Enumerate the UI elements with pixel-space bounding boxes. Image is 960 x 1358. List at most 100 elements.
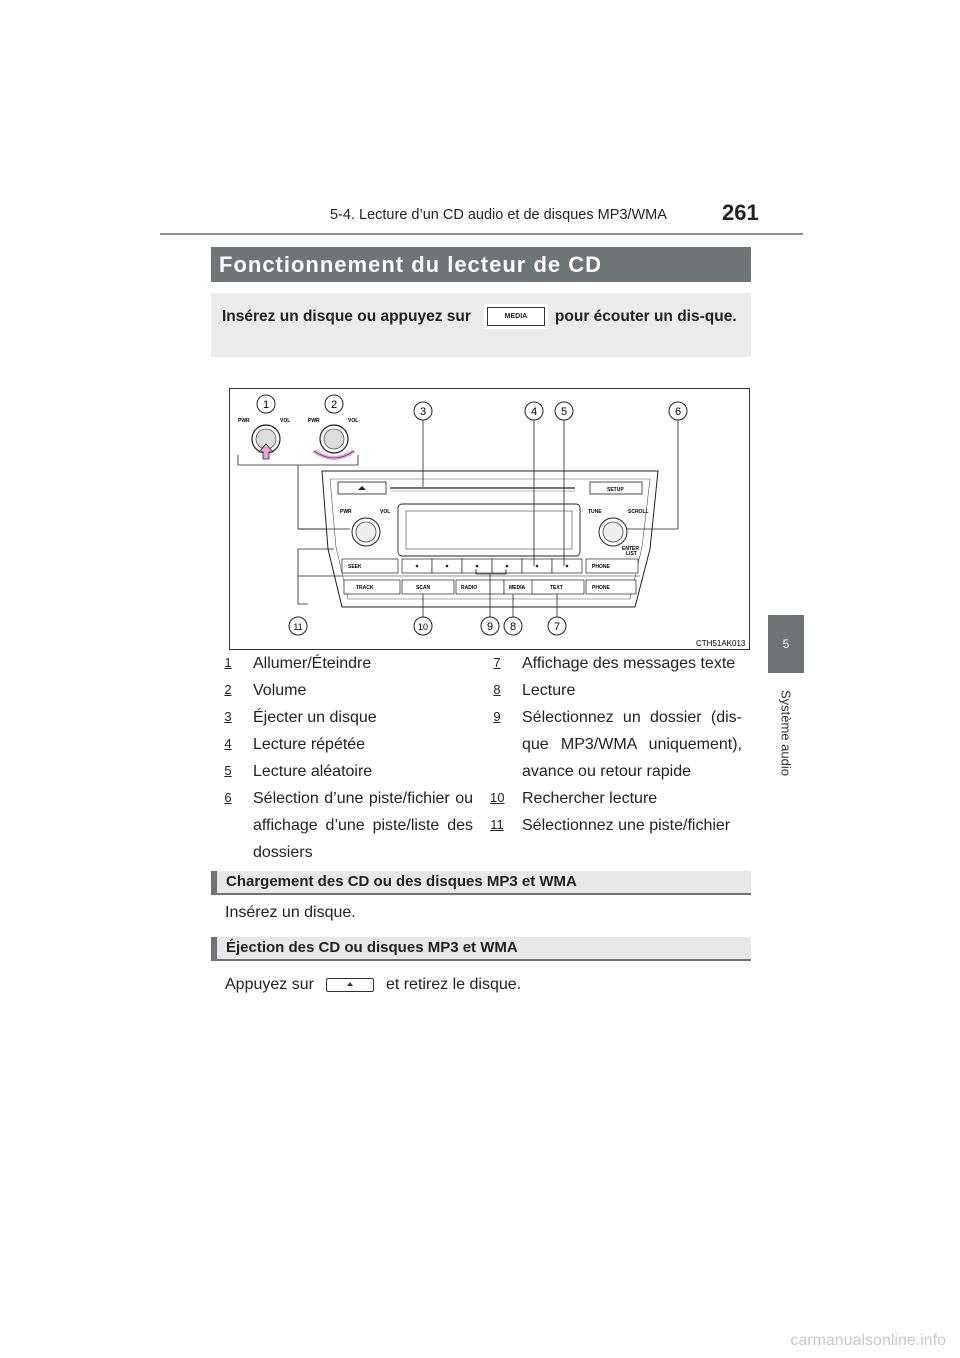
callout-11-label: 11: [293, 622, 302, 632]
seek-button: [341, 558, 399, 574]
phone-hangup-button: [585, 579, 637, 595]
legend-item-2: 2 Volume: [221, 677, 473, 704]
callout-2-label: 2: [331, 399, 337, 411]
knob1-pwr-label: PWR: [238, 418, 250, 424]
legend-item-10: 10 Rechercher lecture: [490, 785, 742, 812]
loading-section-title: Chargement des CD ou des disques MP3 et …: [226, 873, 577, 890]
legend-num: 5: [224, 763, 232, 778]
panel-pwr-label: PWR: [340, 509, 352, 515]
legend-item-5: 5 Lecture aléatoire: [221, 758, 473, 785]
header-rule: [160, 233, 803, 235]
legend-item-3: 3 Éjecter un disque: [221, 704, 473, 731]
callout-6-label: 6: [675, 406, 681, 418]
callout-5-label: 5: [561, 406, 567, 418]
legend-left: 1 Allumer/Éteindre 2 Volume 3 Éjecter un di…: [221, 650, 473, 866]
running-header: 5-4. Lecture d’un CD audio et de disques…: [330, 207, 667, 223]
loading-section-header: Chargement des CD ou des disques MP3 et …: [211, 871, 751, 895]
media-label: MEDIA: [509, 585, 526, 591]
eject-instruction: Appuyez sur et retirez le disque.: [225, 976, 521, 994]
callout-8: [503, 616, 523, 636]
radio-label: RADIO: [461, 585, 477, 591]
callouts: 1 2 3 4 5 6 7 8 9 10 11: [256, 394, 688, 636]
legend-item-4: 4 Lecture répétée: [221, 731, 473, 758]
phone-pickup-button: [585, 558, 639, 574]
callout-4-label: 4: [531, 406, 537, 418]
panel-scroll-label: SCROLL: [628, 509, 649, 515]
panel-tune-label: TUNE: [588, 509, 602, 515]
callout-3: [413, 401, 433, 421]
legend-num: 11: [490, 817, 504, 832]
callout-10: [413, 616, 433, 636]
callout-10-label: 10: [418, 622, 428, 632]
callout-5: [554, 401, 574, 421]
callout-2: [324, 394, 344, 414]
legend-num: 1: [224, 655, 232, 670]
callout-11: [288, 616, 308, 636]
knob2-pwr-label: PWR: [308, 418, 320, 424]
panel-enter-label: ENTER: [622, 546, 639, 552]
callout-3-label: 3: [420, 406, 426, 418]
section-title: Fonctionnement du lecteur de CD: [219, 251, 603, 277]
legend-text: Lecture aléatoire: [253, 763, 373, 780]
legend-num: 3: [224, 709, 232, 724]
audio-unit-diagram: PWR VOL PWR VOL SETUP PWR VOL TUNE SCROL…: [237, 394, 746, 648]
text-label: TEXT: [550, 585, 563, 591]
legend-num: 8: [493, 682, 501, 697]
legend-text: Lecture: [522, 682, 576, 699]
page-number: 261: [722, 200, 759, 225]
chapter-label-box: Système audio: [768, 678, 804, 788]
chapter-number: 5: [782, 637, 790, 651]
panel-vol-label: VOL: [380, 509, 390, 515]
eject-section-header: Éjection des CD ou disques MP3 et WMA: [211, 937, 751, 961]
figure-code: CTH51AK013: [696, 639, 746, 648]
legend-text: Allumer/Éteindre: [253, 655, 372, 672]
track-button: [343, 579, 401, 595]
loading-instruction: Insérez un disque.: [225, 904, 356, 921]
section-title-bar: Fonctionnement du lecteur de CD: [211, 247, 751, 282]
chapter-tab: 5: [768, 615, 804, 673]
legend-num: 7: [493, 655, 501, 670]
legend-text: Volume: [253, 682, 307, 699]
legend-text: Éjecter un disque: [253, 709, 377, 726]
display: [397, 503, 581, 557]
knob2-vol-label: VOL: [348, 418, 358, 424]
callout-4: [524, 401, 544, 421]
intro-text-before: Insérez un disque ou appuyez sur: [222, 308, 471, 325]
callout-7-label: 7: [554, 621, 560, 633]
knob1-vol-label: VOL: [280, 418, 290, 424]
eject-text-before: Appuyez sur: [225, 976, 314, 993]
audio-unit-figure: PWR VOL PWR VOL SETUP PWR VOL TUNE SCROL…: [229, 388, 750, 650]
phone2-label: PHONE: [592, 585, 610, 591]
callout-9-label: 9: [487, 621, 493, 633]
legend-text: Rechercher lecture: [522, 790, 658, 807]
legend-num: 4: [224, 736, 232, 751]
watermark: carmanualsonline.info: [790, 1332, 946, 1349]
press-arrow-icon: [258, 443, 274, 460]
eject-section-title: Éjection des CD ou disques MP3 et WMA: [226, 939, 518, 956]
legend-text: Sélectionnez une piste/fichier: [522, 817, 731, 834]
callout-6: [668, 401, 688, 421]
legend-num: 2: [224, 682, 232, 697]
legend-text: Lecture répétée: [253, 736, 366, 753]
legend-num: 10: [490, 790, 505, 805]
scan-label: SCAN: [416, 585, 431, 591]
text-button: [531, 579, 585, 595]
legend-num: 9: [493, 709, 501, 724]
panel-list-label: LIST: [626, 551, 637, 557]
track-label: TRACK: [356, 585, 374, 591]
legend-item-8: 8 Lecture: [490, 677, 742, 704]
setup-label: SETUP: [607, 487, 624, 493]
legend-text: Sélection d’une piste/fichier ou afficha…: [253, 790, 473, 861]
media-button-icon: MEDIA: [486, 307, 545, 327]
intro-text-after: pour écouter un dis-que.: [554, 308, 737, 325]
seek-label: SEEK: [348, 564, 362, 570]
intro-box: Insérez un disque ou appuyez sur MEDIA pou…: [211, 293, 751, 357]
eject-text-after: et retirez le disque.: [385, 976, 522, 993]
legend-item-1: 1 Allumer/Éteindre: [221, 650, 473, 677]
callout-1: [256, 394, 276, 414]
callout-8-label: 8: [510, 621, 516, 633]
